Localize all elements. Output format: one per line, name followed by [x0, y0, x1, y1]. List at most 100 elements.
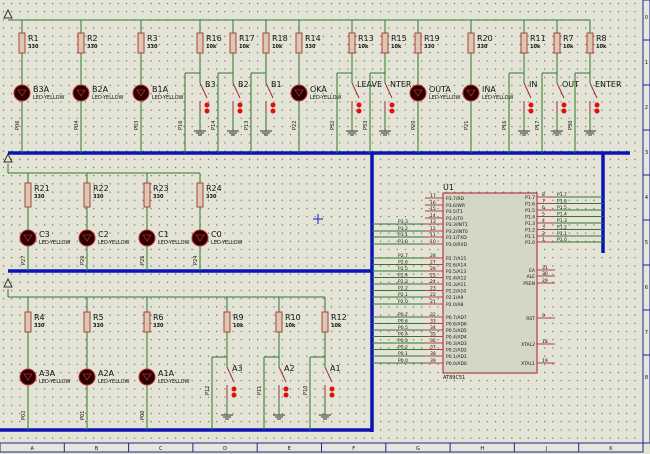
switch-contact[interactable]	[561, 108, 567, 114]
switch-contact[interactable]	[270, 102, 276, 108]
mcu-u1[interactable]: U1AT89C5117P3.7/RD16P3.6/WR15P3.5/T114P3…	[372, 183, 603, 381]
led-body[interactable]	[191, 229, 209, 247]
resistor-body[interactable]	[321, 311, 329, 333]
pin-number: 35	[430, 332, 436, 338]
resistor-body[interactable]	[223, 311, 231, 333]
pin-name: P3.6/WR	[446, 203, 465, 209]
resistor-body[interactable]	[262, 32, 270, 54]
switch-contact[interactable]	[356, 108, 362, 114]
led-body[interactable]	[290, 84, 308, 102]
resistor-body[interactable]	[586, 32, 594, 54]
resistor-body[interactable]	[381, 32, 389, 54]
switch-contact[interactable]	[389, 102, 395, 108]
resistor-body[interactable]	[137, 32, 145, 54]
resistor-body[interactable]	[77, 32, 85, 54]
resistor-body[interactable]	[295, 32, 303, 54]
pin-number: 12	[430, 226, 436, 232]
switch-contact[interactable]	[329, 392, 335, 398]
pin-net-label: P01	[80, 411, 86, 420]
led-body[interactable]	[138, 368, 156, 386]
resistor-body[interactable]	[553, 32, 561, 54]
switch-contact[interactable]	[204, 102, 210, 108]
led-body[interactable]	[132, 84, 150, 102]
resistor-body[interactable]	[24, 182, 32, 208]
switch-contact[interactable]	[528, 108, 534, 114]
led-body[interactable]	[72, 84, 90, 102]
resistor-body[interactable]	[18, 32, 26, 54]
led-body[interactable]	[462, 84, 480, 102]
resistor-body[interactable]	[275, 311, 283, 333]
pin-net-label: P30	[568, 121, 574, 130]
switch-contact[interactable]	[594, 102, 600, 108]
net-label: P3.1	[398, 232, 408, 238]
net-label: P2.4	[398, 273, 408, 279]
resistor-body[interactable]	[196, 182, 204, 208]
led-model: LED-YELLOW	[152, 95, 184, 101]
resistor-name: R5	[93, 313, 104, 322]
switch-contact[interactable]	[283, 392, 289, 398]
resistor-body[interactable]	[196, 32, 204, 54]
net-label: P0.7	[398, 312, 408, 318]
switch-contact[interactable]	[356, 102, 362, 108]
led-body[interactable]	[138, 229, 156, 247]
resistor-body[interactable]	[229, 32, 237, 54]
resistor-value: 330	[87, 44, 98, 50]
switch-contact[interactable]	[389, 108, 395, 114]
switch-contact[interactable]	[594, 108, 600, 114]
led-body[interactable]	[19, 229, 37, 247]
switch-contact[interactable]	[237, 102, 243, 108]
switch-contact[interactable]	[231, 392, 237, 398]
switch-contact[interactable]	[231, 386, 237, 392]
switch-contact[interactable]	[561, 102, 567, 108]
net-label: P0.3	[398, 338, 408, 344]
switch-contact[interactable]	[283, 386, 289, 392]
pin-name: P1.3	[525, 221, 535, 227]
resistor-body[interactable]	[348, 32, 356, 54]
resistor-body[interactable]	[143, 311, 151, 333]
resistor-body[interactable]	[143, 182, 151, 208]
switch-contact[interactable]	[329, 386, 335, 392]
led-body[interactable]	[19, 368, 37, 386]
net-label: P0.0	[398, 358, 408, 364]
resistor-body[interactable]	[414, 32, 422, 54]
mcu-body[interactable]	[442, 192, 538, 374]
switch-contact[interactable]	[270, 108, 276, 114]
resistor-body[interactable]	[467, 32, 475, 54]
led-body[interactable]	[78, 229, 96, 247]
led-body[interactable]	[409, 84, 427, 102]
led-body[interactable]	[13, 84, 31, 102]
resistor-body[interactable]	[520, 32, 528, 54]
switch-contact[interactable]	[204, 108, 210, 114]
resistor-body[interactable]	[24, 311, 32, 333]
resistor-body[interactable]	[83, 182, 91, 208]
switch-contact[interactable]	[528, 102, 534, 108]
resistor-body[interactable]	[83, 311, 91, 333]
led-body[interactable]	[78, 368, 96, 386]
switch-contact[interactable]	[237, 108, 243, 114]
